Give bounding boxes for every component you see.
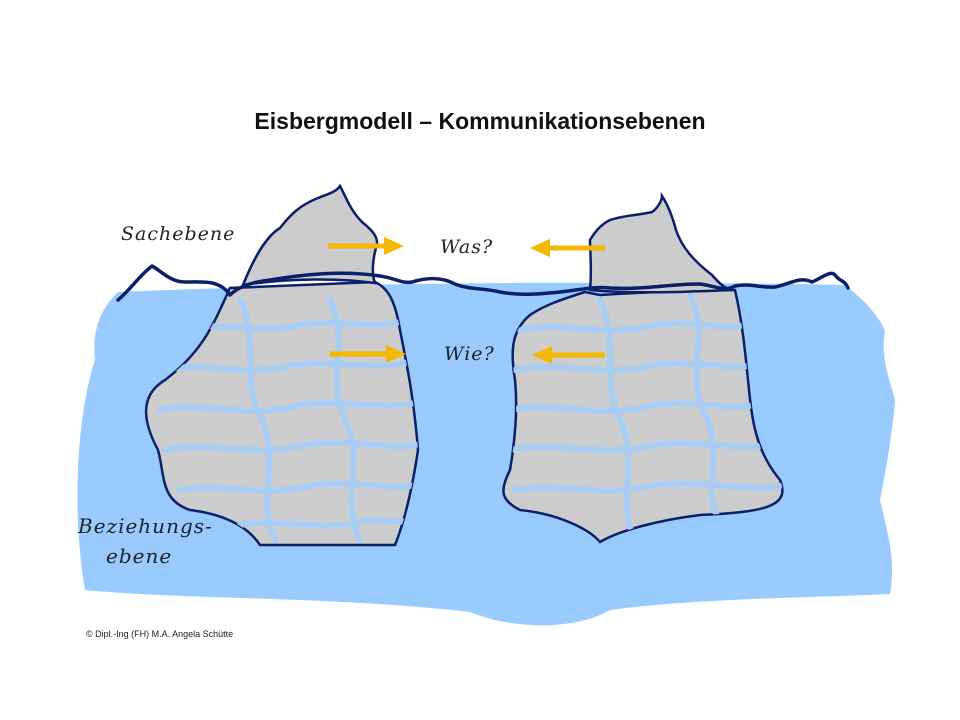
right-iceberg-texture — [507, 292, 783, 542]
waterline — [116, 264, 850, 302]
left-iceberg-texture — [157, 297, 419, 543]
label-sachebene: Sachebene — [121, 223, 236, 245]
left-iceberg-tip — [241, 183, 379, 287]
wie-arrow-right — [330, 345, 406, 363]
wie-arrow-left — [532, 346, 605, 364]
label-was: Was? — [440, 236, 494, 258]
was-arrow-left — [530, 239, 605, 257]
label-beziehungsebene-line2: ebene — [106, 544, 173, 568]
slide-title: Eisbergmodell – Kommunikationsebenen — [254, 108, 706, 134]
was-arrow-right — [328, 237, 404, 255]
label-beziehungsebene-line1: Beziehungs- — [78, 514, 213, 538]
label-wie: Wie? — [444, 343, 495, 365]
right-iceberg-tip — [588, 191, 731, 294]
copyright-notice: © Dipl.-Ing (FH) M.A. Angela Schütte — [86, 629, 234, 639]
